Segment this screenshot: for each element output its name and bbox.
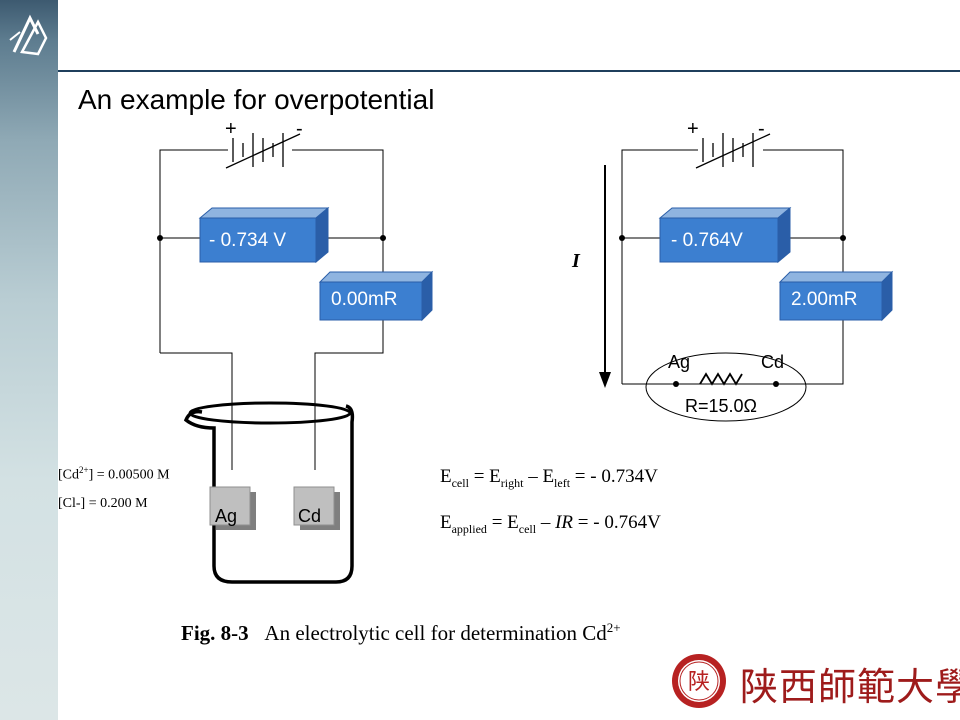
right-ag-label: Ag	[668, 352, 691, 372]
university-name: 陕西師範大學	[740, 665, 960, 709]
cd-electrode-icon	[293, 486, 340, 530]
right-ammeter-icon	[778, 270, 894, 322]
left-battery-minus: -	[296, 118, 303, 140]
right-battery-icon	[695, 133, 771, 169]
right-node-dot	[840, 235, 846, 241]
left-node-dot	[157, 235, 163, 241]
left-ammeter-icon	[318, 270, 434, 322]
current-label: I	[572, 250, 580, 272]
current-arrow-icon	[599, 165, 611, 388]
svg-text:陕: 陕	[688, 670, 710, 695]
university-seal-icon: 陕	[672, 654, 726, 708]
ag-node-dot	[673, 381, 679, 387]
left-voltmeter-reading: - 0.734 V	[209, 230, 287, 251]
right-ammeter-reading: 2.00mR	[791, 289, 858, 310]
resistor-icon	[699, 372, 743, 386]
applied-equation: Eapplied = Ecell – IR = - 0.764V	[440, 512, 661, 536]
right-voltmeter-reading: - 0.764V	[671, 230, 743, 251]
left-wires	[159, 149, 384, 470]
right-battery-plus: +	[687, 118, 699, 140]
resistor-loop	[645, 352, 807, 422]
right-voltmeter-icon	[658, 206, 792, 264]
page-title: An example for overpotential	[78, 84, 435, 115]
right-battery-minus: -	[758, 118, 765, 140]
ag-electrode-label: Ag	[215, 506, 238, 526]
left-battery-plus: +	[225, 118, 237, 140]
cd-electrode-label: Cd	[298, 506, 322, 526]
logo-icon	[9, 14, 48, 56]
left-node-dot	[380, 235, 386, 241]
beaker-icon	[183, 401, 355, 584]
right-cd-label: Cd	[761, 352, 785, 372]
cell-equation: Ecell = Eright – Eleft = - 0.734V	[440, 466, 658, 490]
cd-concentration: [Cd2+] = 0.00500 M	[58, 465, 170, 483]
sidebar-gradient	[0, 0, 58, 720]
right-node-dot	[619, 235, 625, 241]
figure-caption: Fig. 8-3 An electrolytic cell for determ…	[181, 620, 621, 645]
cl-concentration: [Cl-] = 0.200 M	[58, 496, 148, 511]
header-divider	[58, 70, 960, 72]
resistance-label: R=15.0Ω	[685, 396, 757, 416]
left-battery-icon	[225, 133, 301, 169]
right-wires	[621, 149, 844, 385]
left-ammeter-reading: 0.00mR	[331, 289, 398, 310]
left-voltmeter-icon	[198, 206, 330, 264]
cd-node-dot	[773, 381, 779, 387]
ag-electrode-icon	[209, 486, 256, 530]
